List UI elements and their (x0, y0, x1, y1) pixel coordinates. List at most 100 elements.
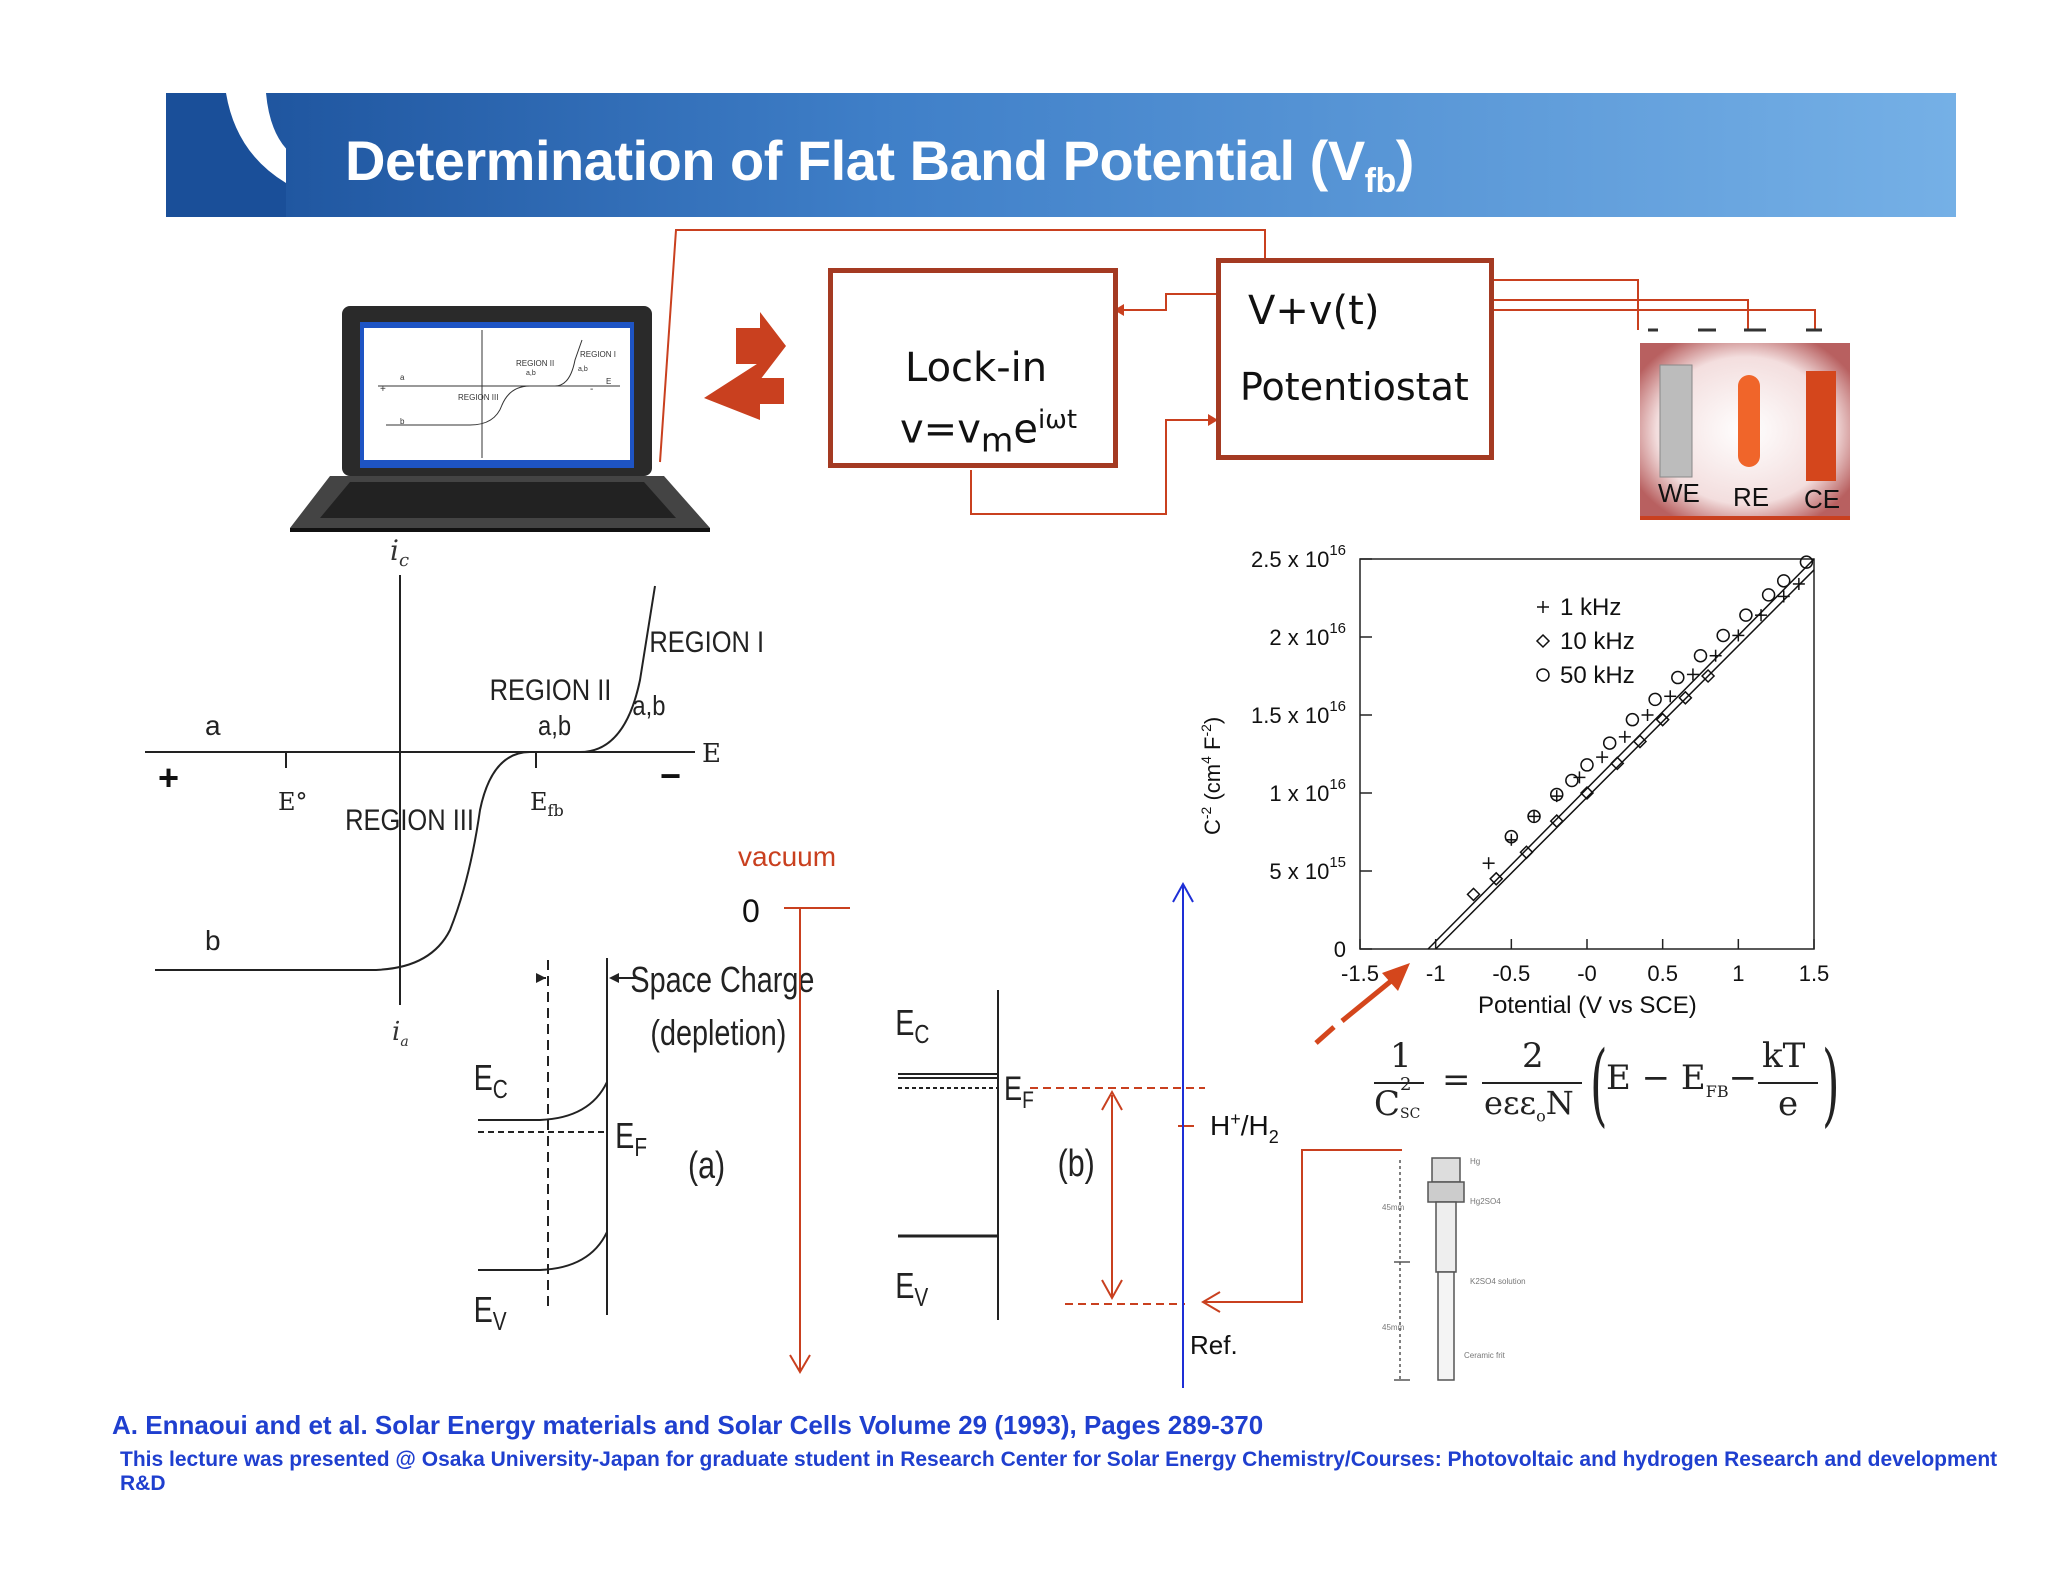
y-axis-label: C-2 (cm4 F-2) (1198, 717, 1225, 835)
svg-text:Ceramic frit: Ceramic frit (1464, 1351, 1506, 1360)
data-point-diamond (1655, 712, 1670, 727)
potentiostat-label: Potentiostat (1240, 365, 1469, 409)
data-point-plus (1482, 857, 1495, 870)
data-point-circle (1565, 773, 1579, 788)
data-point-plus (1755, 609, 1768, 622)
data-point-plus (1528, 810, 1541, 823)
ev-label-b: EV (895, 1265, 928, 1312)
x-tick-label: 1 (1732, 961, 1744, 986)
e0-label: E° (278, 788, 308, 816)
e-label: E (702, 739, 721, 769)
electrochemical-cell (1640, 328, 1850, 520)
polarization-trace (155, 585, 656, 971)
x-tick-label: -0 (1577, 961, 1597, 986)
data-point-circle (1693, 648, 1708, 663)
efb-label: Efb (530, 788, 564, 820)
data-point-circle (1739, 608, 1753, 622)
ef-label-a: EF (615, 1115, 647, 1162)
mini-region-i: REGION I (580, 350, 616, 359)
y-tick-label: 2 x 1016 (1269, 620, 1346, 650)
data-point-circle (1761, 588, 1776, 602)
y-tick-label: 2.5 x 1016 (1251, 542, 1346, 572)
citation: A. Ennaoui and et al. Solar Energy mater… (112, 1410, 1264, 1440)
a-label: a (205, 710, 221, 741)
svg-text:45mm: 45mm (1382, 1323, 1405, 1332)
y-tick-label: 5 x 1015 (1269, 854, 1346, 884)
x-tick-label: -1 (1426, 961, 1446, 986)
fit-line (1427, 558, 1815, 950)
lecture-note: This lecture was presented @ Osaka Unive… (120, 1448, 1998, 1495)
h-couple-label: H+/H2 (1210, 1109, 1279, 1147)
data-point-circle (1527, 809, 1541, 824)
re-label: RE (1733, 482, 1770, 512)
mini-ab-2: a,b (578, 366, 588, 373)
ab-label-1: a,b (538, 709, 571, 741)
legend-entry: 1 kHz (1560, 594, 1621, 621)
y-tick-label: 0 (1334, 937, 1346, 962)
x-tick-label: -0.5 (1492, 961, 1530, 986)
intercept-arrow-icon (1314, 963, 1410, 1045)
ab-label-2: a,b (632, 689, 665, 721)
banner-swoosh (166, 93, 286, 217)
data-point-diamond (1678, 690, 1693, 705)
mini-a: a (400, 373, 405, 382)
region-i-label: REGION I (649, 625, 764, 658)
minus-sign: − (660, 755, 681, 796)
data-point-circle (1602, 736, 1617, 750)
re-electrode (1738, 375, 1760, 467)
data-point-plus (1664, 690, 1677, 703)
ec-label-a: EC (474, 1057, 508, 1104)
data-point-diamond (1466, 887, 1481, 902)
x-axis-label: Potential (V vs SCE) (1478, 992, 1697, 1019)
lockin-label: Lock-in (905, 345, 1048, 391)
mini-region-ii: REGION II (516, 359, 554, 368)
data-point-diamond (1632, 734, 1648, 749)
data-point-circle (1536, 668, 1550, 682)
data-point-plus (1641, 709, 1654, 721)
region-iii-label: REGION III (345, 803, 474, 836)
we-label: WE (1658, 478, 1700, 508)
potentiostat-signal: V+v(t) (1248, 288, 1380, 334)
data-point-plus (1709, 649, 1722, 662)
data-point-circle (1799, 555, 1814, 569)
zero-label: 0 (742, 893, 760, 929)
data-point-plus (1792, 577, 1805, 590)
depletion-label: (depletion) (650, 1012, 786, 1053)
svg-text:Hg2SO4: Hg2SO4 (1470, 1197, 1501, 1206)
svg-text:K2SO4 solution: K2SO4 solution (1470, 1277, 1526, 1286)
exchange-arrows-icon (704, 312, 786, 420)
x-tick-label: 0.5 (1647, 961, 1678, 986)
data-point-circle (1580, 758, 1594, 772)
legend-entry: 50 kHz (1560, 662, 1635, 689)
page-title: Determination of Flat Band Potential (Vf… (345, 129, 1414, 201)
legend-entry: 10 kHz (1560, 628, 1635, 655)
data-point-diamond (1535, 633, 1551, 649)
ce-label: CE (1804, 484, 1841, 514)
laptop-screen (364, 328, 630, 460)
data-point-diamond (1519, 845, 1534, 860)
space-charge-label: Space Charge (630, 959, 814, 1000)
mini-region-iii: REGION III (458, 393, 498, 402)
x-tick-label: -1.5 (1341, 961, 1379, 986)
potentiostat-box (1216, 258, 1494, 460)
data-point-circle (1648, 692, 1662, 707)
ia-label: ia (392, 1017, 409, 1050)
data-point-diamond (1701, 668, 1716, 684)
label-a: (a) (688, 1145, 725, 1187)
mini-b: b (400, 417, 405, 426)
data-point-circle (1716, 628, 1730, 643)
mini-ab-1: a,b (526, 370, 536, 377)
data-point-circle (1625, 712, 1640, 727)
y-tick-label: 1.5 x 1016 (1251, 698, 1346, 728)
mini-e: E (606, 377, 611, 386)
data-point-diamond (1610, 756, 1625, 771)
data-point-circle (1776, 574, 1791, 588)
data-point-diamond (1489, 871, 1504, 886)
lockin-formula: v=vmeiωt (900, 405, 1078, 460)
data-point-diamond (1579, 785, 1595, 801)
